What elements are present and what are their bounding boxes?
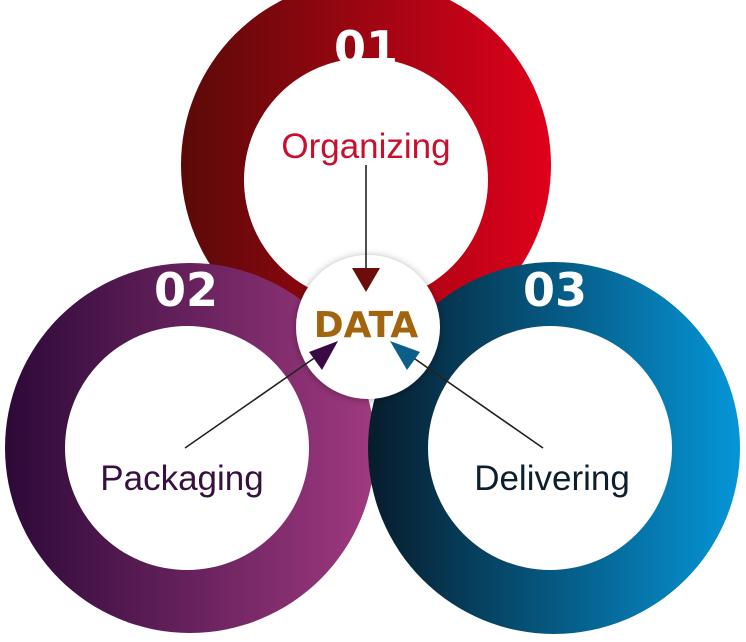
arrow-03-line <box>404 351 544 449</box>
step-01-label: Organizing <box>281 127 450 166</box>
step-02-inner <box>65 326 309 570</box>
step-03-inner <box>428 326 672 570</box>
arrow-02-line <box>184 351 324 449</box>
step-02-label: Packaging <box>100 459 263 498</box>
arrow-packaging-to-data <box>184 341 338 449</box>
step-01-number: 01 <box>334 21 398 75</box>
arrow-01-head <box>352 268 380 292</box>
step-03-group: 03 <box>368 262 740 634</box>
step-02-number: 02 <box>154 263 218 317</box>
step-02-group: 02 <box>5 263 375 633</box>
arrow-02-head <box>309 341 338 370</box>
arrow-organizing-to-data <box>352 165 380 292</box>
step-03-number: 03 <box>523 263 587 317</box>
arrow-03-head <box>390 341 420 370</box>
center-label: DATA <box>314 305 419 346</box>
step-03-label: Delivering <box>474 459 630 498</box>
arrow-delivering-to-data <box>390 341 544 449</box>
